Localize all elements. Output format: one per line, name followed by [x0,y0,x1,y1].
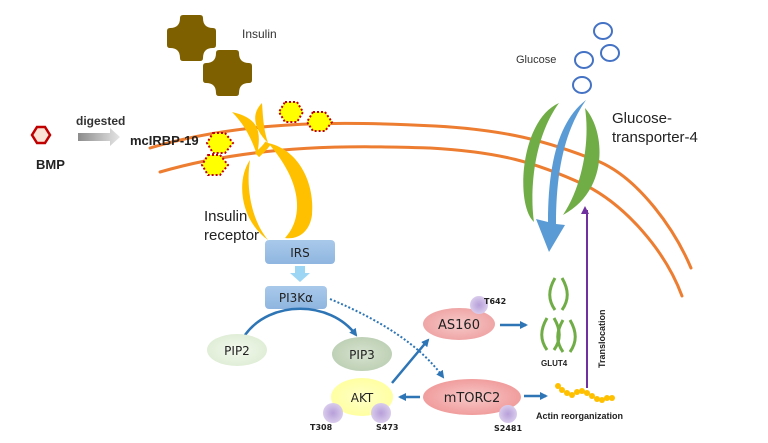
akt-to-as160-arrow [391,338,430,384]
t642-label: T642 [484,297,506,306]
pip2-label: PIP2 [224,344,250,358]
as160-node: AS160 [423,308,495,340]
akt-label: AKT [351,391,374,405]
insulin-receptor-label-2: receptor [204,227,259,244]
phospho-site-t642 [470,296,488,314]
mtorc2-node: mTORC2 [423,379,521,415]
actin-filament-icon [555,383,615,403]
actin-label: Actin reorganization [536,411,623,421]
irs-label: IRS [290,246,310,260]
pip2-to-pip3-arrow [243,307,358,337]
pi3k-label: PI3Kα [279,291,313,305]
phospho-site-s2481 [499,405,517,423]
digested-label: digested [76,114,125,128]
insulin-molecule [203,50,252,96]
glucose-icon [572,76,592,94]
pi3k-to-mtorc2-arrow [329,298,445,379]
glucose-molecules [572,22,620,94]
insulin-molecule [167,15,216,61]
glut4-transporter [523,103,600,222]
peptide-label: mcIRBP-19 [130,133,199,148]
glucose-influx-arrow [536,100,586,252]
t308-label: T308 [310,423,333,432]
membrane-outer-line [148,121,693,270]
glut4-label-1: Glucose- [612,110,672,127]
pi3k-node: PI3Kα [265,286,327,309]
digestion-arrow [78,128,120,146]
pip3-node: PIP3 [332,337,392,371]
insulin-receptor [232,103,313,240]
glucose-icon [574,51,594,69]
bmp-hexagon-icon [30,125,52,145]
pip3-label: PIP3 [349,348,375,362]
s2481-label: S2481 [494,424,522,433]
peptide-icon [277,101,305,123]
pip2-node: PIP2 [207,334,267,366]
bmp-label: BMP [36,157,65,172]
insulin-receptor-label-1: Insulin [204,208,247,225]
glucose-icon [600,44,620,62]
peptide-icon [200,154,230,176]
as160-label: AS160 [438,318,480,333]
glut4-vesicles [540,277,577,353]
irs-to-pi3k-arrow [290,266,310,282]
glut4-vesicles-label: GLUT4 [541,359,568,368]
glut4-label-2: transporter-4 [612,129,698,146]
peptide-molecules [200,101,334,176]
phospho-site-s473 [371,403,391,423]
insulin-label: Insulin [242,27,277,41]
translocation-label: Translocation [597,309,607,368]
irs-node: IRS [265,240,335,264]
peptide-icon [305,111,334,132]
phospho-site-t308 [323,403,343,423]
glucose-label: Glucose [516,54,556,66]
s473-label: S473 [376,423,398,432]
glucose-icon [593,22,613,40]
mtorc2-label: mTORC2 [444,391,501,406]
peptide-icon [205,132,235,154]
